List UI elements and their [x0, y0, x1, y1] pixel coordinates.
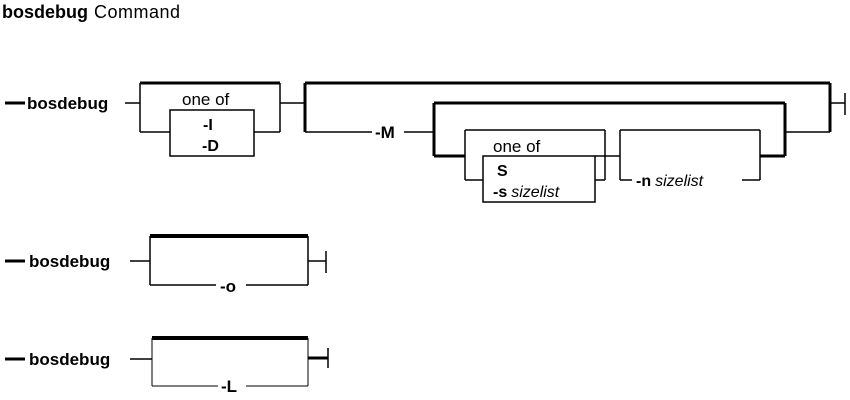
syntax-row-2: [5, 234, 327, 286]
row2-flag: -o: [220, 277, 236, 296]
n-flag: -n: [636, 173, 651, 190]
group2-options-box: [482, 155, 596, 203]
row3-flag: -L: [221, 377, 237, 396]
group1-option-d: -D: [202, 138, 219, 155]
s-flag: -s: [493, 184, 507, 201]
group2-header: one of: [493, 137, 541, 156]
syntax-row-3: [5, 336, 329, 387]
group1-header: one of: [182, 90, 230, 109]
row1-command: bosdebug: [27, 94, 108, 113]
n-arg: sizelist: [655, 173, 704, 190]
diagram-title: bosdebug Command: [2, 2, 181, 23]
group2-option-s-upper: S: [497, 163, 508, 180]
row3-command: bosdebug: [29, 350, 110, 369]
syntax-row-1: [5, 81, 846, 203]
group1-options-box: [169, 109, 255, 157]
m-flag: -M: [375, 123, 395, 142]
title-command: bosdebug: [2, 2, 88, 22]
s-arg: sizelist: [511, 184, 560, 201]
row2-command: bosdebug: [29, 252, 110, 271]
group1-option-i: -I: [203, 117, 213, 134]
title-word: Command: [94, 2, 181, 22]
